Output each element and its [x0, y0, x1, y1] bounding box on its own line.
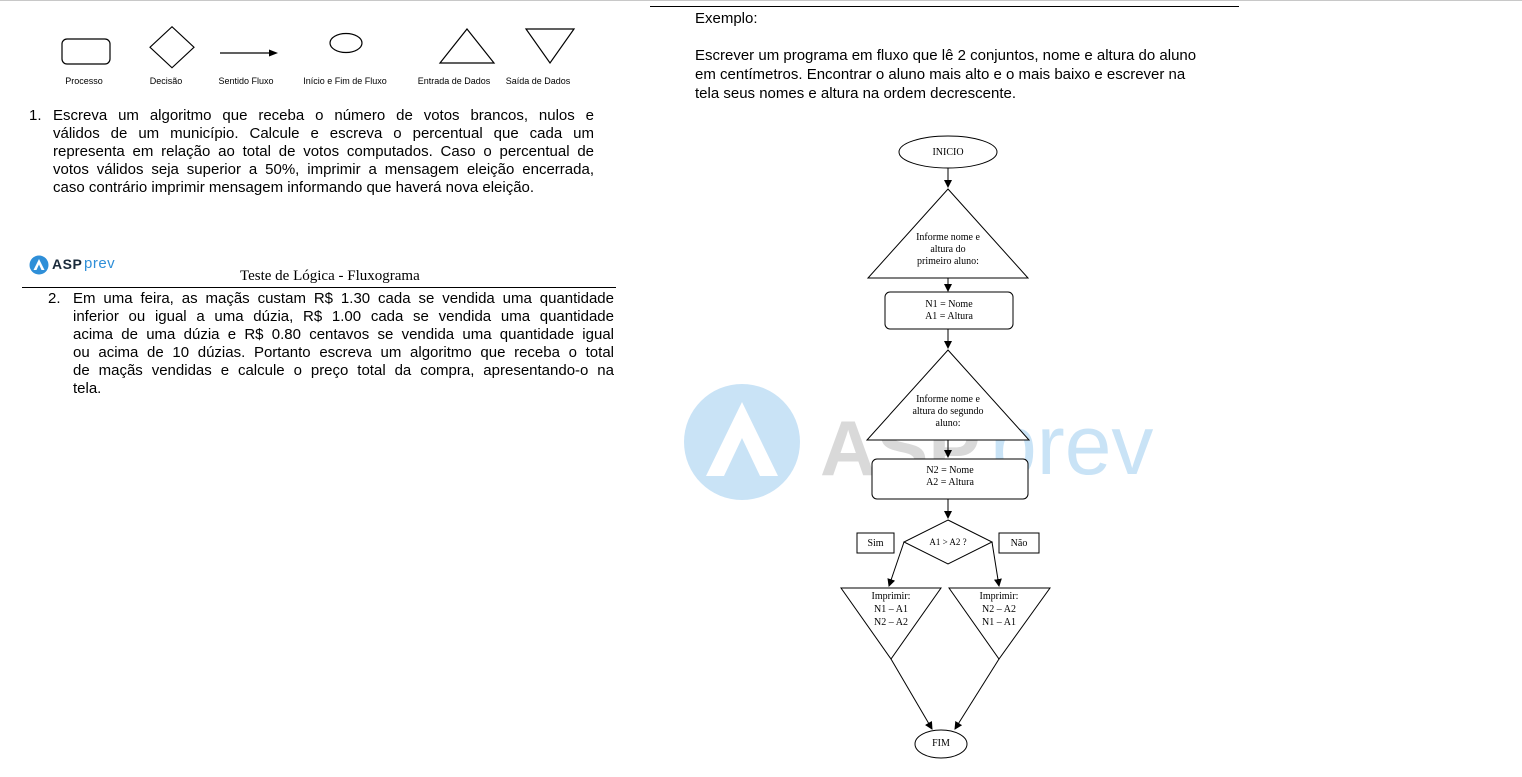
- exercise-2-line: inferior ou igual a uma dúzia, R$ 1.00 c…: [73, 308, 614, 325]
- header-rule: [22, 287, 616, 288]
- flowchart-process-1-text: N1 = Nome A1 = Altura: [885, 299, 1013, 323]
- exercise-2-line: tela.: [73, 380, 102, 397]
- output-shape-icon: [524, 28, 576, 65]
- flowchart-text-line: primeiro aluno:: [917, 256, 979, 267]
- example-line: Escrever um programa em fluxo que lê 2 c…: [695, 47, 1197, 64]
- flowchart-decision-label: A1 > A2 ?: [929, 537, 967, 547]
- input-shape-icon: [438, 28, 496, 64]
- flowchart: [840, 135, 1051, 759]
- flowchart-text-line: N1 – A1: [982, 617, 1016, 628]
- flowchart-output-yes-text: Imprimir: N1 – A1 N2 – A2: [851, 591, 931, 629]
- exercise-2-line: de maçãs vendidas e calcule o preço tota…: [73, 362, 614, 379]
- flowchart-text-line: Informe nome e: [916, 394, 980, 405]
- legend-label-entrada: Entrada de Dados: [417, 76, 491, 86]
- yes-label-box: [856, 532, 895, 554]
- legend-shapes: [61, 26, 576, 69]
- exercise-1-line: válidos de um município. Calcule e escre…: [53, 125, 594, 142]
- output-no-shape: [948, 587, 1051, 660]
- no-label-box: [998, 532, 1040, 554]
- example-line: tela seus nomes e altura na ordem decres…: [695, 85, 1017, 102]
- legend-label-saida: Saída de Dados: [505, 76, 571, 86]
- flowchart-text-line: Informe nome e: [916, 232, 980, 243]
- process-2-shape: [871, 458, 1029, 500]
- flowchart-text-line: N2 – A2: [874, 617, 908, 628]
- process-shape-icon: [61, 38, 111, 65]
- example-heading: Exemplo:: [695, 10, 758, 27]
- flowchart-text-line: Imprimir:: [979, 591, 1019, 602]
- legend-label-processo: Processo: [65, 76, 103, 86]
- right-header-rule: [650, 6, 1239, 7]
- flowchart-start-label: INICIO: [932, 147, 964, 158]
- process-1-shape: [884, 291, 1014, 330]
- exercise-2-text: Em uma feira, as maçãs custam R$ 1.30 ca…: [73, 290, 614, 398]
- exercise-1-line: Escreva um algoritmo que receba o número…: [53, 107, 594, 124]
- flowchart-text-line: altura do: [930, 244, 966, 255]
- flowchart-yes-label: Sim: [867, 538, 884, 549]
- flowchart-text-line: A2 = Altura: [926, 477, 974, 488]
- exercise-2-line: acima de uma dúzia e R$ 0.80 centavos se…: [73, 326, 614, 343]
- exercise-1-line: votos válidos seja superior a 50%, impri…: [53, 161, 594, 178]
- watermark-logo-icon: [684, 384, 800, 500]
- exercise-2-number: 2.: [48, 290, 61, 307]
- page-header-title: Teste de Lógica - Fluxograma: [240, 268, 420, 284]
- flowchart-text-line: N1 = Nome: [925, 299, 973, 310]
- flowchart-process-2-text: N2 = Nome A2 = Altura: [872, 465, 1028, 489]
- flowchart-text-line: N2 = Nome: [926, 465, 974, 476]
- decision-shape: [902, 519, 994, 565]
- flowchart-no-label: Não: [1010, 538, 1028, 549]
- flowchart-input-1-text: Informe nome e altura do primeiro aluno:: [898, 232, 998, 268]
- legend-label-decisao: Decisão: [149, 76, 183, 86]
- decision-shape-icon: [149, 26, 195, 69]
- flowchart-text-line: Imprimir:: [871, 591, 911, 602]
- flowchart-output-no-text: Imprimir: N2 – A2 N1 – A1: [959, 591, 1039, 629]
- exercise-1-number: 1.: [29, 107, 42, 124]
- example-text: Escrever um programa em fluxo que lê 2 c…: [695, 46, 1240, 103]
- flowchart-text-line: A1 = Altura: [925, 311, 973, 322]
- legend-label-inicio-fim: Início e Fim de Fluxo: [303, 76, 387, 86]
- flowchart-text-line: N2 – A2: [982, 604, 1016, 615]
- asprev-logo: ASP prev: [29, 254, 149, 276]
- terminator-shape-icon: [329, 32, 363, 54]
- exercise-2-line: ou acima de 10 dúzias. Portanto escreva …: [73, 344, 614, 361]
- asprev-logo-icon: [29, 255, 49, 275]
- exercise-1-line: caso contrário imprimir mensagem informa…: [53, 179, 535, 196]
- flowchart-text-line: aluno:: [935, 418, 961, 429]
- example-line: em centímetros. Encontrar o aluno mais a…: [695, 66, 1186, 83]
- flowchart-text-line: altura do segundo: [912, 406, 984, 417]
- legend-label-sentido-fluxo: Sentido Fluxo: [218, 76, 274, 86]
- top-border: [0, 0, 1522, 1]
- flowchart-input-2-text: Informe nome e altura do segundo aluno:: [896, 394, 1000, 430]
- end-terminator: [914, 729, 968, 759]
- exercise-1-line: representa em relação ao total de votos …: [53, 143, 594, 160]
- flowchart-text-line: N1 – A1: [874, 604, 908, 615]
- logo-text-asp: ASP: [52, 256, 83, 272]
- flowchart-end-label: FIM: [932, 738, 950, 749]
- logo-text-prev: prev: [84, 255, 116, 272]
- exercise-2-line: Em uma feira, as maçãs custam R$ 1.30 ca…: [73, 290, 614, 307]
- output-yes-shape: [840, 587, 942, 660]
- exercise-1-text: Escreva um algoritmo que receba o número…: [53, 107, 594, 197]
